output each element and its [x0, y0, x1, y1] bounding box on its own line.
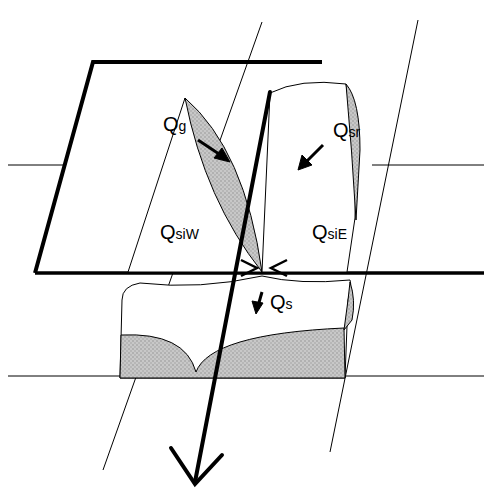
flux-arrows [198, 140, 323, 314]
stream-channel [171, 92, 270, 484]
right-edge-shading [346, 84, 360, 220]
lower-right-shading [344, 282, 354, 330]
flux-label: Qs [270, 292, 293, 312]
flux-label: QsiE [312, 222, 347, 242]
lower-shading [120, 328, 345, 378]
flux-label: QsiW [160, 222, 199, 242]
plane-outline [35, 62, 484, 273]
flux-label: Qsr [333, 120, 360, 140]
lower-valley [120, 276, 351, 378]
flux-label: Qg [163, 114, 186, 134]
right-hillslope [262, 82, 356, 272]
grid-lines [8, 20, 484, 470]
